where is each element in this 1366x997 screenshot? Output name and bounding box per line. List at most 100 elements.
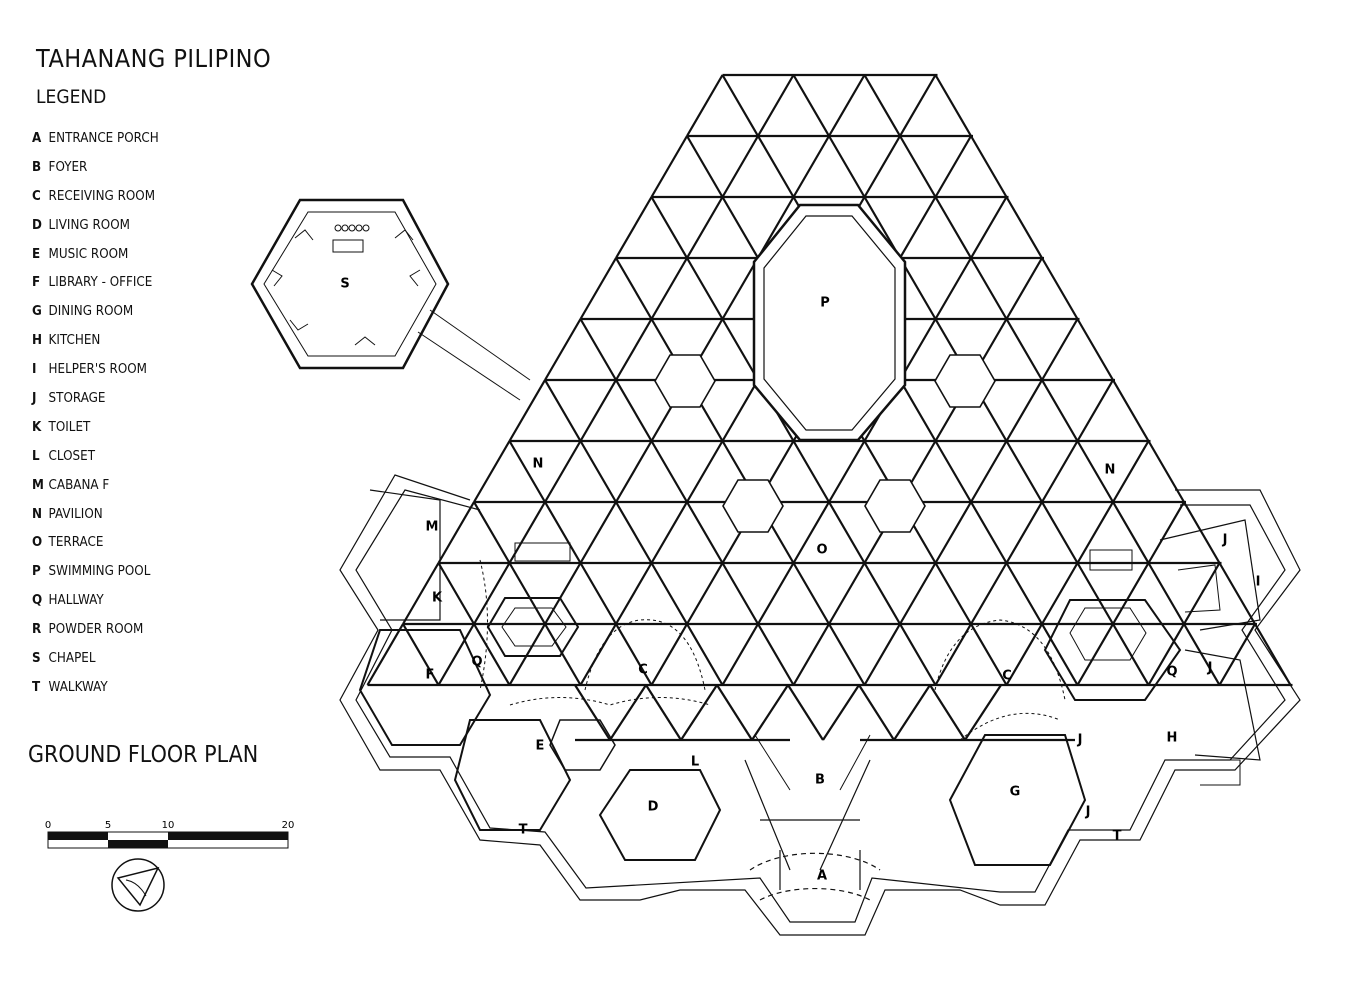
frame-member bbox=[721, 379, 759, 442]
frame-member bbox=[828, 562, 866, 625]
legend-key: J bbox=[32, 390, 37, 406]
legend-label: WALKWAY bbox=[48, 679, 108, 695]
frame-member bbox=[686, 623, 724, 686]
frame-member bbox=[934, 74, 972, 137]
frame-member bbox=[437, 562, 475, 625]
legend-label: POWDER ROOM bbox=[48, 622, 144, 638]
frame-member bbox=[1076, 379, 1114, 442]
legend-key: P bbox=[32, 564, 41, 580]
frame-member bbox=[787, 684, 824, 741]
stairs bbox=[514, 542, 1241, 791]
legend-label: RECEIVING ROOM bbox=[48, 188, 156, 204]
frame-member bbox=[473, 623, 511, 686]
frame-member bbox=[579, 318, 617, 381]
frame-member bbox=[544, 318, 582, 381]
frame-member bbox=[508, 379, 546, 442]
frame-member bbox=[893, 684, 931, 741]
frame-member bbox=[1041, 440, 1079, 503]
frame-member bbox=[828, 440, 866, 503]
room-label-q-right: Q bbox=[1166, 665, 1177, 680]
frame-member bbox=[1005, 318, 1043, 381]
frame-member bbox=[934, 623, 972, 686]
frame-member bbox=[579, 379, 617, 442]
frame-member bbox=[473, 562, 511, 625]
frame-member bbox=[970, 135, 1008, 198]
legend-key: H bbox=[32, 333, 43, 349]
frame-member bbox=[757, 562, 795, 625]
legend-key: S bbox=[32, 650, 41, 666]
frame-member bbox=[828, 501, 866, 564]
room-label-q-left: Q bbox=[471, 655, 482, 670]
frame-member bbox=[970, 562, 1008, 625]
frame-member bbox=[757, 74, 795, 137]
frame-member bbox=[863, 623, 901, 686]
frame-member bbox=[579, 562, 617, 625]
legend-key: C bbox=[32, 188, 41, 204]
frame-member bbox=[757, 623, 795, 686]
frame-member bbox=[1005, 196, 1043, 259]
frame-member bbox=[366, 623, 404, 686]
frame-member bbox=[1254, 623, 1292, 686]
frame-member bbox=[473, 440, 511, 503]
frame-member bbox=[792, 562, 830, 625]
room-label-s: S bbox=[340, 277, 349, 292]
frame-member bbox=[899, 135, 937, 198]
room-label-i: I bbox=[1256, 575, 1261, 590]
frame-member bbox=[544, 379, 582, 442]
room-label-m: M bbox=[426, 520, 439, 535]
room-label-o: O bbox=[816, 543, 827, 558]
room-label-j-4: J bbox=[1085, 805, 1091, 820]
legend-item-t: T WALKWAY bbox=[32, 673, 159, 702]
frame-member bbox=[1112, 501, 1150, 564]
frame-member bbox=[1076, 440, 1114, 503]
frame-member bbox=[828, 623, 866, 686]
room-label-e: E bbox=[536, 739, 545, 754]
frame-member bbox=[863, 135, 901, 198]
legend-label: CABANA F bbox=[48, 477, 110, 493]
frame-member bbox=[508, 623, 546, 686]
frame-member bbox=[970, 196, 1008, 259]
frame-member bbox=[828, 74, 866, 137]
legend-key: E bbox=[32, 246, 41, 262]
frame-member bbox=[1041, 257, 1079, 320]
room-label-a: A bbox=[817, 869, 827, 884]
frame-member bbox=[863, 562, 901, 625]
house-outline bbox=[339, 474, 1301, 936]
frame-member bbox=[615, 379, 653, 442]
plan-title: GROUND FLOOR PLAN bbox=[28, 742, 259, 768]
frame-member bbox=[929, 684, 966, 741]
frame-member bbox=[751, 684, 789, 741]
legend-title: LEGEND bbox=[36, 86, 107, 108]
legend-item-h: H KITCHEN bbox=[32, 326, 159, 355]
frame-member bbox=[650, 257, 688, 320]
frame-member bbox=[1005, 501, 1043, 564]
frame-member bbox=[609, 684, 647, 741]
frame-member bbox=[1041, 501, 1079, 564]
frame-member bbox=[822, 684, 860, 741]
legend-key: T bbox=[32, 679, 41, 695]
frame-member bbox=[650, 135, 688, 198]
legend-label: CLOSET bbox=[48, 448, 96, 464]
planting bbox=[479, 559, 1066, 741]
legend-label: KITCHEN bbox=[48, 333, 101, 349]
frame-member bbox=[473, 501, 511, 564]
frame-member bbox=[721, 623, 759, 686]
frame-member bbox=[402, 623, 440, 686]
frame-member bbox=[1112, 623, 1150, 686]
frame-member bbox=[934, 501, 972, 564]
frame-member bbox=[508, 562, 546, 625]
frame-member bbox=[615, 196, 653, 259]
frame-member bbox=[1147, 623, 1185, 686]
frame-member bbox=[934, 196, 972, 259]
frame-member bbox=[792, 74, 830, 137]
frame-member bbox=[686, 562, 724, 625]
legend-label: ENTRANCE PORCH bbox=[48, 130, 159, 146]
frame-member bbox=[686, 74, 724, 137]
